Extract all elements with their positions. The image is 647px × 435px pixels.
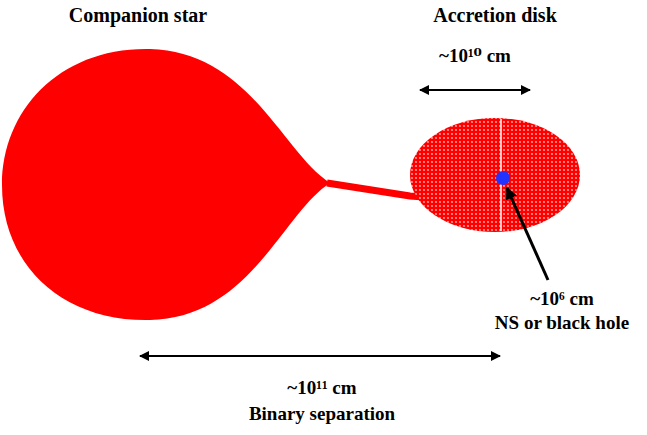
companion-star-shape <box>0 0 331 325</box>
dimension-label: ~10¹¹ cm <box>287 377 356 399</box>
node-heading: Companion star <box>69 4 207 27</box>
dimension-label: ~10⁶ cm <box>530 288 594 310</box>
star-outline <box>2 49 330 320</box>
compact-object <box>496 171 510 185</box>
object-label: NS or black hole <box>495 312 629 334</box>
leader-arrow <box>507 188 548 280</box>
accretion-disk: Accretion disk <box>410 0 582 240</box>
node-heading: Accretion disk <box>433 4 557 27</box>
companion-star: Companion star <box>0 0 331 325</box>
dimension-label: ~10¹⁰ cm <box>439 45 511 67</box>
mass-stream <box>327 183 424 197</box>
accretion-disk-shape <box>410 0 582 240</box>
disk-outline <box>410 118 580 232</box>
dimension-label: Binary separation <box>249 403 395 425</box>
separation-arrow <box>140 355 500 357</box>
disk-size-arrow <box>420 89 530 91</box>
